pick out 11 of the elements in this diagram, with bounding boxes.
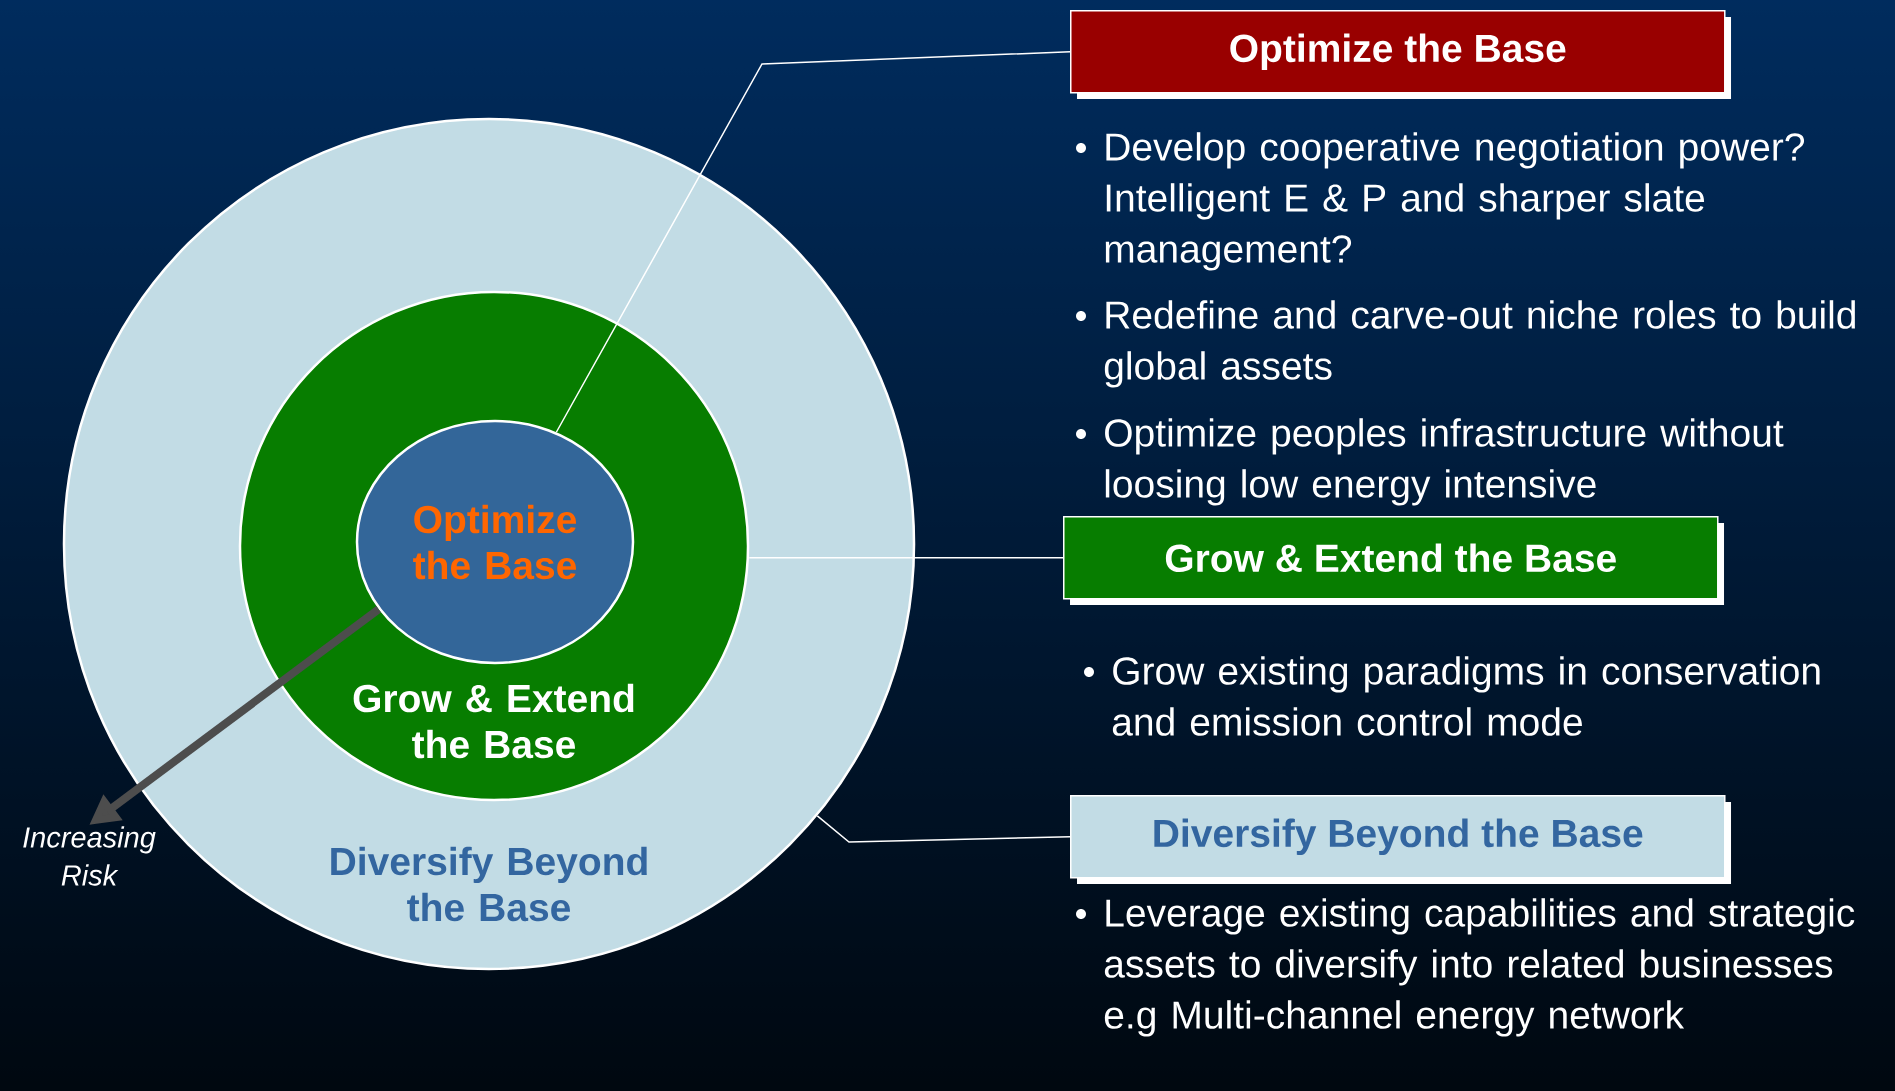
bullet-text: Grow existing paradigms in conservation and emission control mode bbox=[1084, 656, 1820, 736]
title-banner: Grow & Extend the Base bbox=[1063, 516, 1724, 605]
bullet-text: Optimize peoples infrastructure without loosing low energy intensive bbox=[1076, 418, 1784, 506]
leader-line bbox=[748, 557, 1064, 559]
title-banner: Optimize the Base bbox=[1070, 10, 1731, 99]
title-banner: Diversify Beyond the Base bbox=[1070, 795, 1731, 884]
leader-line bbox=[816, 815, 1071, 843]
bullet-text: Develop cooperative negotiation power? Intelligent E & P and sharper slate management? bbox=[1076, 132, 1805, 271]
bullet-text: Leverage existing capabilities and strategic assets to diversify into related businesses e.g Multi-channel energy network bbox=[1076, 898, 1855, 1037]
leader-line bbox=[555, 51, 1071, 433]
bullet-text: Redefine and carve-out niche roles to build global assets bbox=[1076, 300, 1855, 388]
